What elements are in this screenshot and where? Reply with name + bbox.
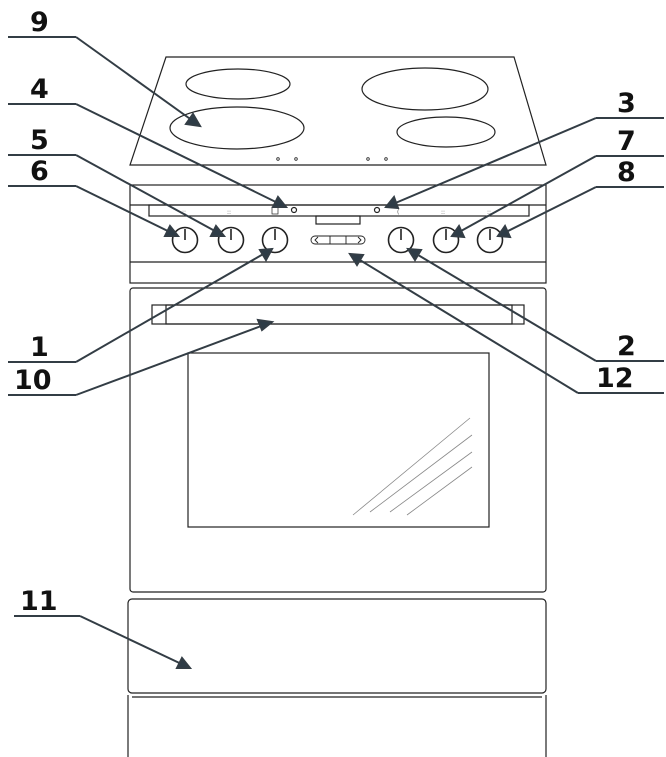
callout-7: 7	[617, 126, 636, 157]
indicator-light-right	[373, 206, 381, 214]
knob-1	[171, 226, 199, 254]
svg-text:::: ::	[441, 209, 445, 216]
hob-zone-back-left	[185, 68, 291, 100]
knob-2	[217, 226, 245, 254]
callout-12: 12	[596, 363, 634, 394]
stove-body: :: :: ( :: ::	[127, 56, 547, 757]
cooktop-surface	[129, 56, 547, 166]
knob-3	[261, 226, 289, 254]
cooktop-markers	[276, 157, 388, 161]
knob-6	[476, 226, 504, 254]
storage-drawer	[127, 598, 547, 694]
glass-reflection	[352, 417, 473, 516]
oven-body	[129, 287, 547, 593]
callout-labels: 9 4 5 6 3 7 8 1 10 2 12 11	[14, 7, 636, 617]
hob-zone-back-right	[361, 67, 489, 111]
leader-lines	[8, 36, 664, 669]
timer-display	[310, 235, 366, 245]
hob-zone-front-right	[396, 116, 496, 148]
callout-1: 1	[30, 332, 49, 363]
callout-11: 11	[20, 586, 58, 617]
knob-4	[387, 226, 415, 254]
callout-8: 8	[617, 157, 636, 188]
svg-text:::: ::	[182, 209, 186, 216]
panel-strip	[148, 204, 530, 217]
callout-3: 3	[617, 88, 636, 119]
callout-4: 4	[30, 74, 49, 105]
control-panel	[129, 184, 547, 284]
indicator-light-left	[290, 206, 298, 214]
oven-handle-outer	[151, 304, 525, 325]
hob-zone-front-left	[169, 106, 305, 150]
oven-handle-inner	[165, 304, 513, 325]
callout-2: 2	[617, 331, 636, 362]
oven-window	[187, 352, 490, 528]
svg-text:::: ::	[487, 209, 491, 216]
knob-symbols: :: :: ( :: ::	[182, 206, 491, 216]
knob-5	[432, 226, 460, 254]
callout-6: 6	[30, 156, 49, 187]
callout-10: 10	[14, 365, 52, 396]
panel-notch	[315, 215, 361, 225]
knobs	[171, 226, 504, 254]
svg-text:::: ::	[227, 209, 231, 216]
callout-9: 9	[30, 7, 49, 38]
callout-5: 5	[30, 125, 49, 156]
svg-text:(: (	[397, 209, 399, 216]
